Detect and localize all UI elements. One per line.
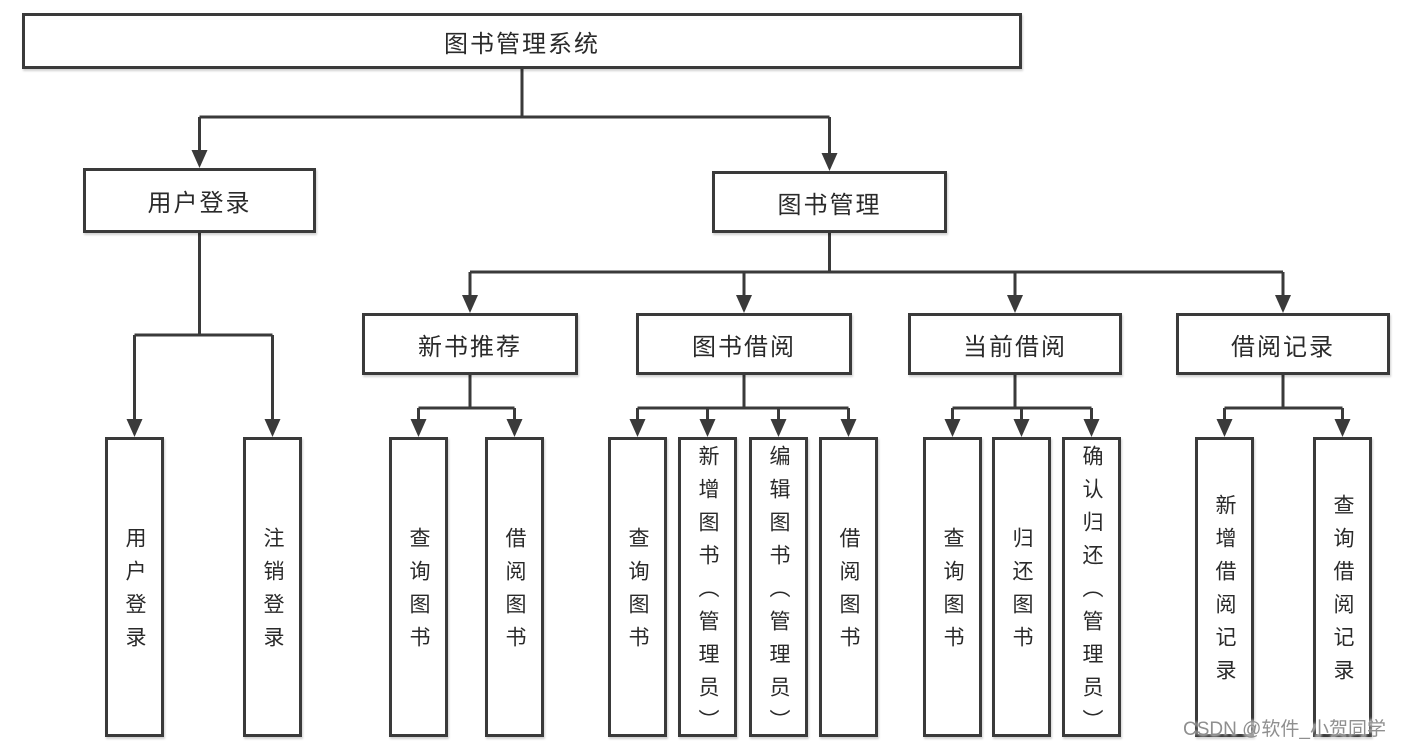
leaf-user-login-label: 用户登录 — [123, 527, 146, 659]
connector-path — [468, 233, 1285, 296]
leaf-cur-query-books-label: 查询图书 — [941, 527, 964, 659]
leaf-bor-borrow-books-label: 借阅图书 — [837, 527, 860, 659]
arrowhead-icon — [1334, 419, 1351, 437]
leaf-rec-borrow-books-label: 借阅图书 — [503, 527, 526, 659]
connector-new-book-recommendation-to-leaves — [410, 375, 523, 437]
leaf-cur-return-books: 归还图书 — [992, 437, 1051, 737]
arrowhead-icon — [1216, 419, 1233, 437]
connector-path — [198, 69, 831, 154]
leaf-cur-return-books-label: 归还图书 — [1010, 527, 1033, 659]
leaf-cur-confirm-return-admin: 确认归还（管理员） — [1062, 437, 1121, 742]
arrowhead-icon — [462, 295, 478, 313]
node-user-login-label: 用户登录 — [147, 190, 252, 217]
node-current-borrowing-label: 当前借阅 — [963, 333, 1067, 361]
arrowhead-icon — [1083, 419, 1100, 437]
leaf-rec-borrow-books: 借阅图书 — [485, 437, 544, 737]
node-book-management-label: 图书管理 — [777, 191, 882, 219]
arrowhead-icon — [126, 419, 143, 437]
leaf-bor-query-books: 查询图书 — [608, 437, 667, 737]
connector-path — [636, 375, 850, 420]
connector-user-login-to-leaves — [126, 233, 281, 437]
node-borrowing-records: 借阅记录 — [1176, 313, 1390, 375]
arrowhead-icon — [410, 419, 427, 437]
leaf-log-query-borrow-record: 查询借阅记录 — [1313, 437, 1372, 737]
arrowhead-icon — [1007, 295, 1023, 313]
arrowhead-icon — [1275, 295, 1291, 313]
node-book-management: 图书管理 — [712, 171, 947, 233]
node-new-book-recommendation: 新书推荐 — [362, 313, 578, 375]
leaf-log-add-borrow-record-label: 新增借阅记录 — [1213, 494, 1236, 692]
connector-path — [951, 375, 1093, 420]
leaf-rec-query-books: 查询图书 — [389, 437, 448, 737]
connector-path — [417, 375, 516, 420]
arrowhead-icon — [840, 419, 857, 437]
node-current-borrowing: 当前借阅 — [908, 313, 1122, 375]
leaf-user-login: 用户登录 — [105, 437, 164, 737]
connector-current-borrowing-to-leaves — [944, 375, 1100, 437]
leaf-logout-login: 注销登录 — [243, 437, 302, 737]
arrowhead-icon — [821, 153, 838, 171]
connector-book-management-to-modules — [462, 233, 1291, 313]
arrowhead-icon — [699, 419, 716, 437]
leaf-cur-query-books: 查询图书 — [923, 437, 982, 737]
leaf-log-query-borrow-record-label: 查询借阅记录 — [1331, 494, 1354, 692]
leaf-log-add-borrow-record: 新增借阅记录 — [1195, 437, 1254, 737]
node-root: 图书管理系统 — [22, 13, 1022, 69]
arrowhead-icon — [944, 419, 961, 437]
leaf-logout-login-label: 注销登录 — [261, 527, 284, 659]
arrowhead-icon — [770, 419, 787, 437]
leaf-bor-edit-books-admin-label: 编辑图书（管理员） — [767, 444, 790, 742]
leaf-rec-query-books-label: 查询图书 — [407, 527, 430, 659]
arrowhead-icon — [629, 419, 646, 437]
leaf-bor-add-books-admin: 新增图书（管理员） — [678, 437, 737, 742]
leaf-cur-confirm-return-admin-label: 确认归还（管理员） — [1080, 444, 1103, 742]
node-book-borrowing: 图书借阅 — [636, 313, 852, 375]
leaf-bor-add-books-admin-label: 新增图书（管理员） — [696, 444, 719, 742]
connector-path — [133, 233, 274, 420]
connector-path — [1223, 375, 1344, 420]
node-book-borrowing-label: 图书借阅 — [692, 333, 796, 361]
arrowhead-icon — [191, 150, 208, 168]
node-user-login: 用户登录 — [83, 168, 316, 233]
leaf-bor-edit-books-admin: 编辑图书（管理员） — [749, 437, 808, 742]
arrowhead-icon — [736, 295, 752, 313]
node-new-book-recommendation-label: 新书推荐 — [418, 333, 522, 361]
node-root-label: 图书管理系统 — [444, 30, 600, 58]
node-borrowing-records-label: 借阅记录 — [1231, 333, 1335, 361]
watermark: CSDN @软件_小贺同学 — [1183, 719, 1386, 740]
arrowhead-icon — [264, 419, 281, 437]
arrowhead-icon — [1013, 419, 1030, 437]
leaf-bor-borrow-books: 借阅图书 — [819, 437, 878, 737]
connector-borrowing-records-to-leaves — [1216, 375, 1351, 437]
connector-book-borrowing-to-leaves — [629, 375, 857, 437]
leaf-bor-query-books-label: 查询图书 — [626, 527, 649, 659]
connector-root-to-level2 — [191, 69, 838, 171]
arrowhead-icon — [506, 419, 523, 437]
